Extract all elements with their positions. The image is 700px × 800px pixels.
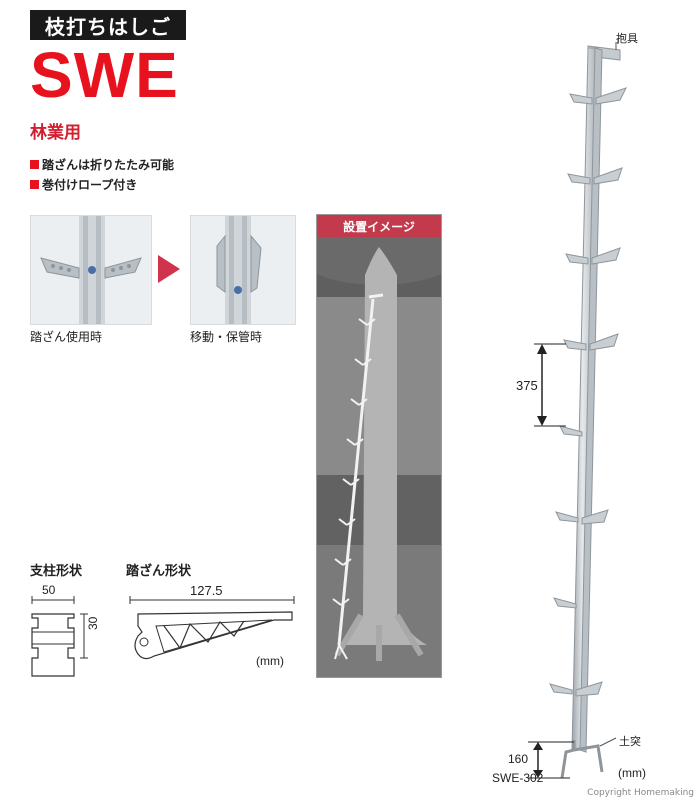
copyright-text: Copyright Homemaking <box>587 788 694 798</box>
step-profile-diagram <box>129 596 295 660</box>
post-depth-label: 30 <box>86 616 100 630</box>
step-unit-label: (mm) <box>256 654 284 668</box>
feature-item: 巻付けロープ付き <box>30 176 137 193</box>
bullet-square-icon <box>30 180 39 189</box>
photo-step-in-use <box>30 215 152 325</box>
caption-in-use: 踏ざん使用時 <box>30 330 103 344</box>
product-title: SWE <box>30 39 179 111</box>
ladder-illustration <box>528 38 627 779</box>
caption-stowed: 移動・保管時 <box>190 330 263 344</box>
post-shape-title: 支柱形状 <box>30 564 83 579</box>
ladder-unit-label: (mm) <box>618 766 646 780</box>
category-badge: 枝打ちはしご <box>30 10 186 40</box>
install-image-panel: 設置イメージ <box>316 214 442 678</box>
arrow-right-icon <box>158 255 180 283</box>
spike-height-label: 160 <box>508 752 529 766</box>
step-spacing-label: 375 <box>516 378 538 393</box>
post-width-label: 50 <box>42 583 56 597</box>
step-shape-title: 踏ざん形状 <box>126 564 192 579</box>
feature-item: 踏ざんは折りたたみ可能 <box>30 156 174 173</box>
install-image-header: 設置イメージ <box>317 215 441 237</box>
step-length-label: 127.5 <box>190 583 223 598</box>
bullet-square-icon <box>30 160 39 169</box>
feature-text: 巻付けロープ付き <box>42 178 138 192</box>
photo-step-stowed <box>190 215 296 325</box>
usage-label: 林業用 <box>30 123 81 143</box>
spike-label: 土突 <box>619 735 641 748</box>
model-code: SWE-302 <box>492 771 544 785</box>
hook-label: 抱具 <box>616 32 638 45</box>
post-cross-section-diagram <box>31 596 88 677</box>
feature-text: 踏ざんは折りたたみ可能 <box>42 158 175 172</box>
